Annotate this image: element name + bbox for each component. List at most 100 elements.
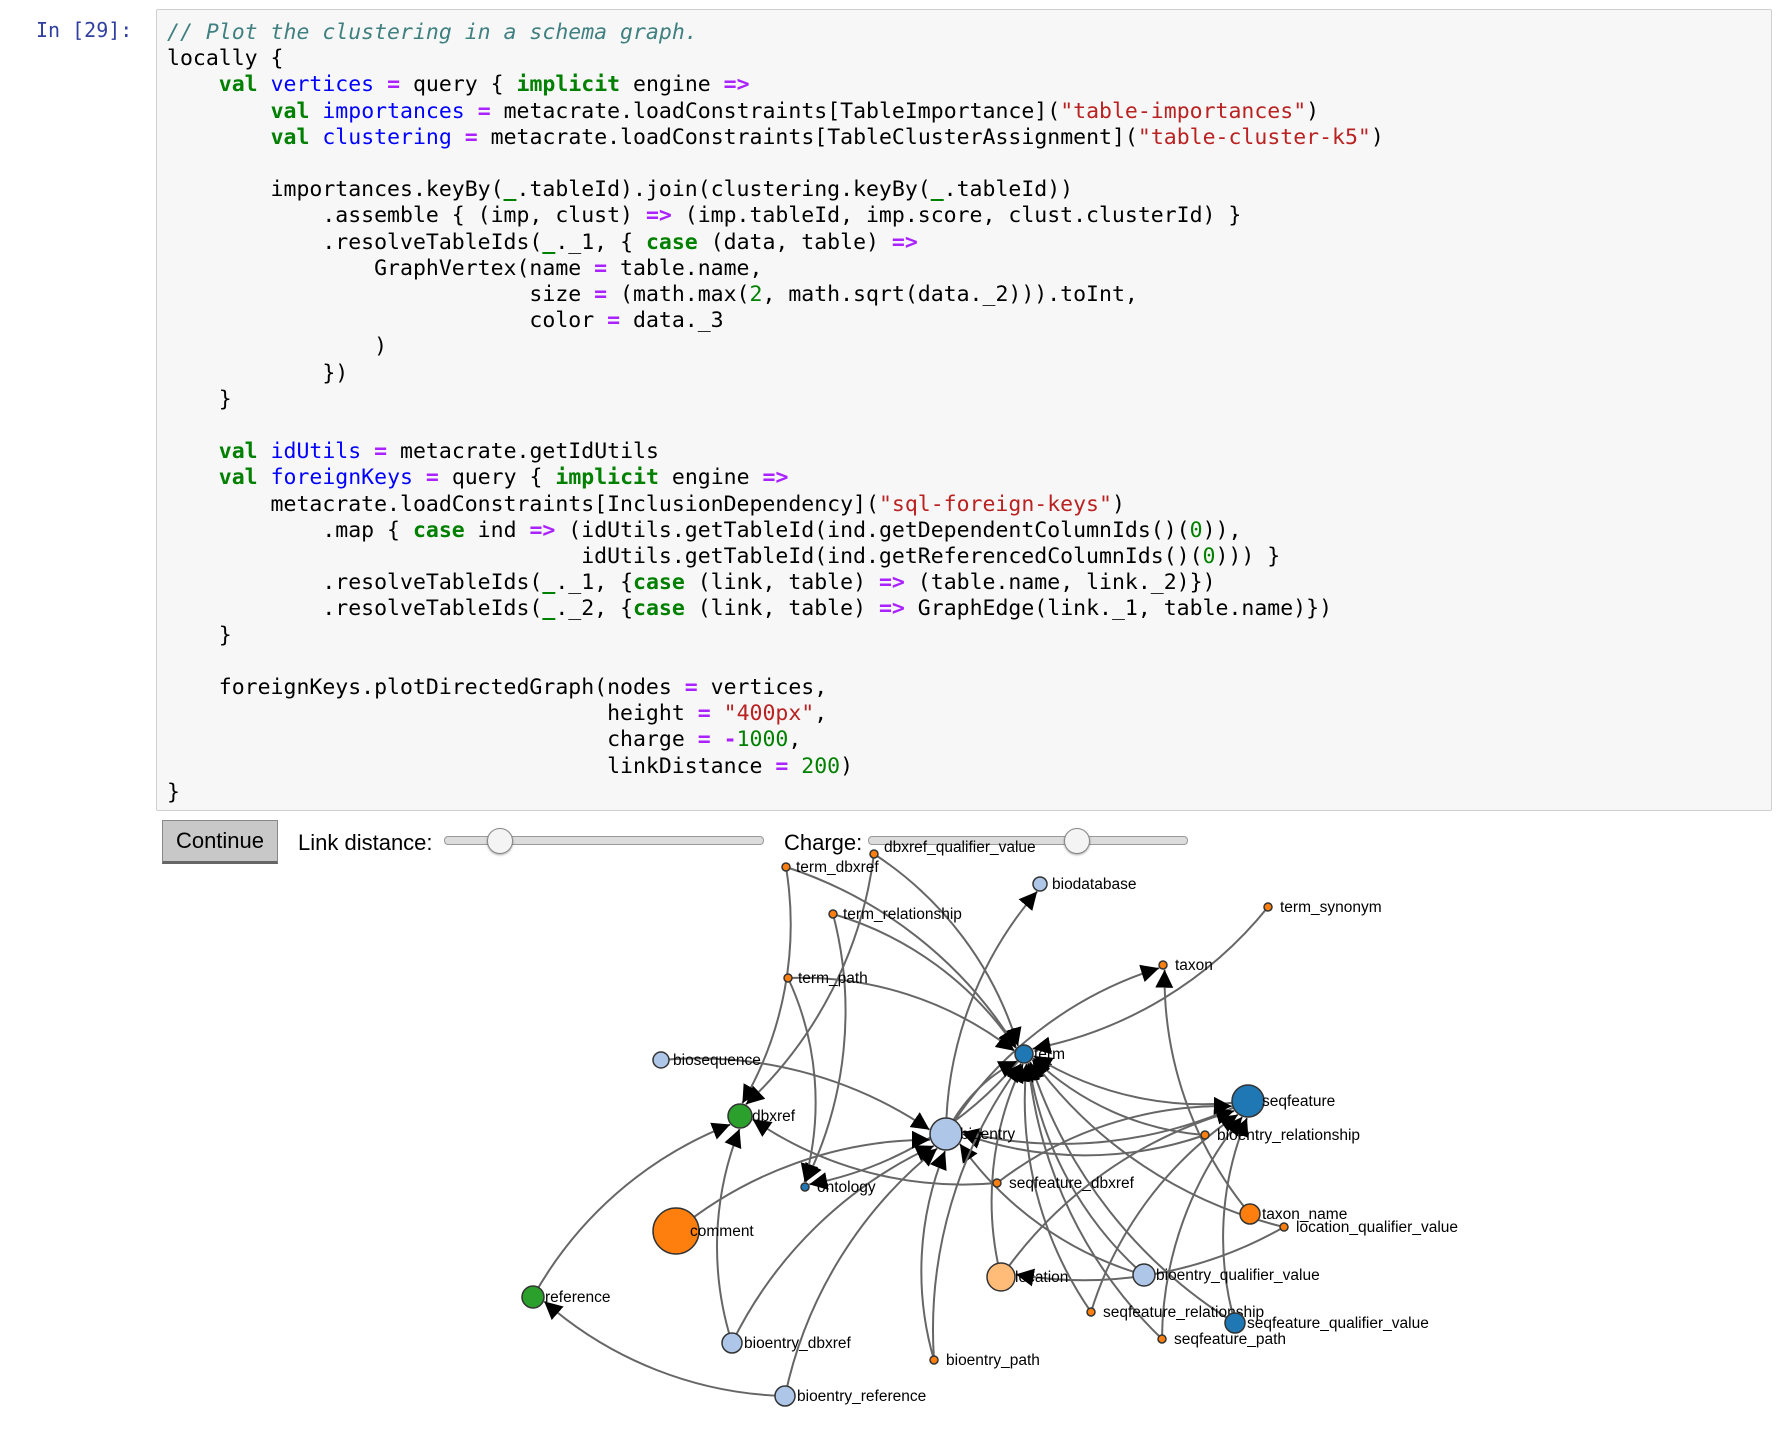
code-token: ) [1111,491,1125,517]
graph-node-ontology[interactable]: ontology [800,1179,876,1196]
graph-node-term[interactable]: term [1014,1044,1065,1064]
code-line: } [167,387,1384,413]
node-circle[interactable] [1263,902,1273,912]
node-circle[interactable] [869,849,879,859]
node-circle[interactable] [652,1207,700,1255]
graph-node-biodatabase[interactable]: biodatabase [1032,876,1136,893]
code-token: ) [1370,124,1384,150]
node-circle[interactable] [828,909,838,919]
node-circle[interactable] [1239,1203,1261,1225]
graph-node-dbxref-qualifier-value[interactable]: dbxref_qualifier_value [869,839,1036,859]
graph-edge [1032,906,1269,1055]
node-label: term_dbxref [796,859,879,876]
code-cell-editor[interactable]: // Plot the clustering in a schema graph… [156,9,1772,811]
graph-node-seqfeature-qualifier-value[interactable]: seqfeature_qualifier_value [1224,1312,1429,1334]
continue-button[interactable]: Continue [162,820,278,864]
graph-node-dbxref[interactable]: dbxref [727,1103,796,1129]
graph-node-seqfeature-relationship[interactable]: seqfeature_relationship [1086,1304,1264,1321]
code-token: => [762,465,789,491]
graph-node-term-relationship[interactable]: term_relationship [828,906,962,923]
graph-node-term-synonym[interactable]: term_synonym [1263,899,1382,916]
node-circle[interactable] [774,1385,796,1407]
code-token: = [684,675,698,701]
node-label: term_synonym [1280,899,1382,916]
graph-node-biosequence[interactable]: biosequence [652,1051,761,1069]
graph-node-term-dbxref[interactable]: term_dbxref [781,859,879,876]
graph-edge [996,1096,1232,1184]
node-circle[interactable] [1200,1130,1210,1140]
node-label: term_path [798,970,868,987]
node-circle[interactable] [727,1103,753,1129]
graph-edge [1032,1057,1206,1136]
graph-node-seqfeature[interactable]: seqfeature [1231,1084,1335,1118]
node-circle[interactable] [929,1355,939,1365]
node-circle[interactable] [1224,1312,1246,1334]
node-circle[interactable] [1158,960,1168,970]
node-circle[interactable] [1132,1263,1156,1287]
code-token: height [167,701,698,727]
code-token: (imp.tableId, imp.score, clust.clusterId… [671,203,1242,229]
code-token: val [218,72,258,98]
charge-slider[interactable] [868,828,1188,854]
code-token: table.name, [607,255,763,281]
graph-node-location-qualifier-value[interactable]: location_qualifier_value [1279,1219,1458,1236]
code-line: val clustering = metacrate.loadConstrain… [167,125,1384,151]
code-text[interactable]: // Plot the clustering in a schema graph… [167,20,1384,806]
link-distance-slider-thumb[interactable] [487,828,514,854]
graph-node-bioentry[interactable]: bioentry [929,1117,1015,1151]
code-line: charge = -1000, [167,727,1384,753]
node-circle[interactable] [781,862,791,872]
code-line: .resolveTableIds(_._1, { case (data, tab… [167,230,1384,256]
node-circle[interactable] [1086,1307,1096,1317]
node-label: seqfeature_path [1174,1331,1286,1348]
node-circle[interactable] [1157,1334,1167,1344]
node-circle[interactable] [721,1332,743,1354]
graph-edge [675,1130,931,1232]
node-circle[interactable] [1231,1084,1265,1118]
node-circle[interactable] [929,1117,963,1151]
node-circle[interactable] [1279,1222,1289,1232]
code-token: case [412,517,465,543]
node-circle[interactable] [992,1178,1002,1188]
code-token: ._1, { [555,570,634,596]
graph-edge [787,976,1016,1052]
node-label: seqfeature_relationship [1103,1304,1264,1321]
node-circle[interactable] [1032,876,1048,892]
graph-node-comment[interactable]: comment [652,1207,754,1255]
code-line: val foreignKeys = query { implicit engin… [167,465,1384,491]
graph-node-seqfeature-dbxref[interactable]: seqfeature_dbxref [992,1175,1135,1192]
graph-node-seqfeature-path[interactable]: seqfeature_path [1157,1331,1286,1348]
code-token: = [607,308,621,334]
graph-node-bioentry-reference[interactable]: bioentry_reference [774,1385,926,1407]
graph-node-bioentry-dbxref[interactable]: bioentry_dbxref [721,1332,852,1354]
code-token: _ [503,177,517,203]
graph-node-bioentry-path[interactable]: bioentry_path [929,1352,1040,1369]
node-circle[interactable] [986,1262,1016,1292]
code-token: } [167,622,232,648]
graph-node-reference[interactable]: reference [521,1285,610,1309]
graph-edge [1015,1063,1092,1313]
graph-controls: Continue Link distance: Charge: [162,818,1382,868]
node-label: taxon [1175,957,1213,974]
code-token: idUtils.getTableId(ind.getReferencedColu… [167,544,1203,570]
graph-node-bioentry-relationship[interactable]: bioentry_relationship [1200,1127,1360,1144]
graph-node-taxon[interactable]: taxon [1158,957,1213,974]
node-circle[interactable] [521,1285,545,1309]
code-token: // Plot the clustering in a schema graph… [167,20,698,45]
graph-node-taxon-name[interactable]: taxon_name [1239,1203,1347,1225]
code-token: } [167,779,180,805]
node-circle[interactable] [652,1051,670,1069]
code-token: ._2, { [555,596,634,622]
charge-slider-thumb[interactable] [1063,828,1090,854]
node-label: ontology [817,1179,876,1196]
code-token: ._1, { [555,229,646,255]
graph-node-bioentry-qualifier-value[interactable]: bioentry_qualifier_value [1132,1263,1320,1287]
node-circle[interactable] [1014,1044,1034,1064]
node-circle[interactable] [800,1182,810,1192]
graph-node-term-path[interactable]: term_path [783,970,868,987]
graph-node-location[interactable]: location [986,1262,1068,1292]
link-distance-slider[interactable] [444,828,764,854]
node-circle[interactable] [783,973,793,983]
code-token: val [218,439,258,465]
